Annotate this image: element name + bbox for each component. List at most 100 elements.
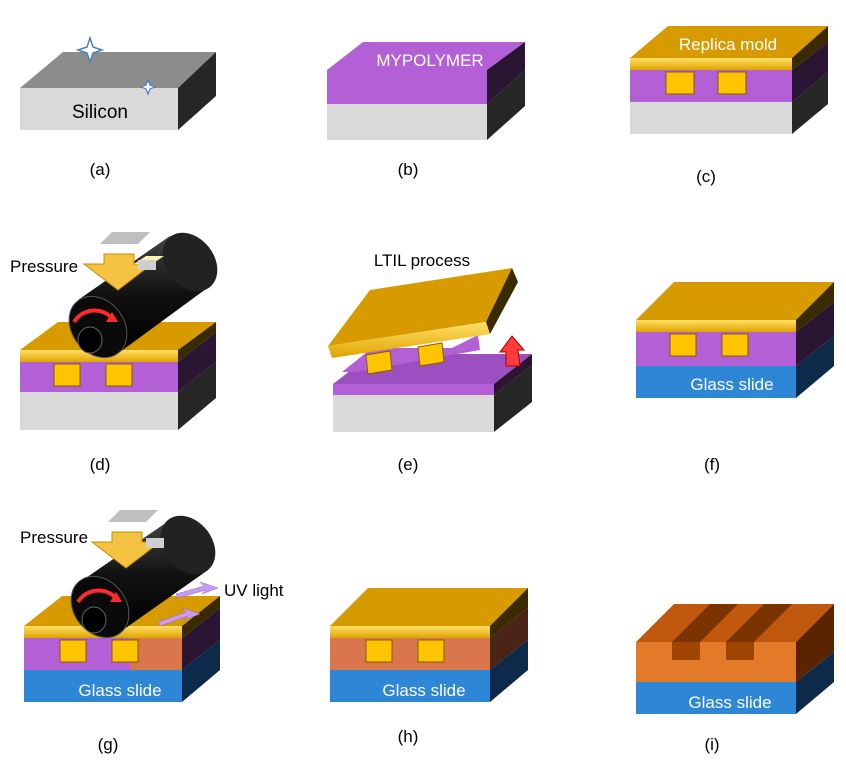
polymer-front — [630, 70, 792, 102]
mold-pillar — [59, 639, 87, 663]
mold-front — [328, 322, 490, 358]
final-front — [636, 642, 796, 682]
glass-side — [490, 640, 528, 702]
mold-side — [792, 26, 828, 70]
mold-pillar — [721, 333, 749, 357]
groove-front — [672, 642, 700, 660]
glass-front — [636, 682, 796, 714]
caption-c: (c) — [696, 167, 716, 186]
roller-icon — [68, 232, 218, 359]
mold-pillar — [417, 342, 445, 367]
polymer-front — [333, 384, 494, 395]
glass-side — [796, 652, 834, 714]
silicon-front — [20, 392, 178, 430]
glass-side — [796, 336, 834, 398]
mold-top — [636, 282, 834, 320]
silicon-front — [20, 88, 178, 130]
glass-front — [330, 670, 490, 702]
panel-i: Glass slide (i) — [636, 604, 834, 754]
uv-light-icon — [157, 581, 219, 627]
pressure-arrow-icon — [90, 510, 164, 569]
glass-label: Glass slide — [382, 681, 465, 700]
caption-g: (g) — [98, 735, 119, 754]
caption-d: (d) — [90, 455, 111, 474]
caption-f: (f) — [704, 455, 720, 474]
polymer-side — [796, 302, 834, 366]
mold-pillar — [417, 639, 445, 663]
caption-a: (a) — [90, 160, 111, 179]
mold-pillar — [717, 71, 747, 95]
glass-label: Glass slide — [688, 693, 771, 712]
caption-b: (b) — [398, 160, 419, 179]
cured-polymer-front — [330, 638, 490, 670]
panel-h: Glass slide (h) — [330, 588, 528, 746]
roller-icon — [70, 515, 216, 639]
glass-front — [24, 670, 182, 702]
mold-front — [636, 320, 796, 332]
silicon-front — [333, 395, 494, 432]
glass-label: Glass slide — [78, 681, 161, 700]
panel-e: LTIL process (e) — [328, 251, 532, 474]
mold-pillar — [365, 350, 393, 375]
pressure-label: Pressure — [20, 528, 88, 547]
panel-g: Pressure UV light Glass slide (g) — [20, 510, 284, 754]
polymer-front — [327, 70, 487, 104]
cured-polymer-front — [130, 638, 182, 670]
cured-polymer-side — [490, 608, 528, 670]
panel-b: MYPOLYMER (b) — [327, 42, 525, 179]
polymer-side — [792, 42, 828, 102]
mold-front — [630, 58, 792, 70]
mold-front — [330, 626, 490, 638]
glass-side — [182, 640, 220, 702]
sparkle-icon — [75, 35, 105, 65]
panel-c: Replica mold (c) — [630, 26, 828, 186]
panel-f: Glass slide (f) — [636, 282, 834, 474]
silicon-side — [178, 52, 216, 130]
mold-pillar — [365, 639, 393, 663]
polymer-side — [494, 354, 532, 395]
polymer-side — [182, 608, 220, 670]
groove-front — [726, 642, 754, 660]
mold-pillar — [669, 333, 697, 357]
panel-d: Pressure (d) — [10, 232, 218, 474]
polymer-side — [487, 42, 525, 104]
lift-arrow-icon — [499, 335, 526, 367]
pressure-label: Pressure — [10, 257, 78, 276]
groove — [672, 604, 738, 642]
mold-side — [796, 282, 834, 332]
silicon-front — [327, 104, 487, 140]
mold-side — [490, 588, 528, 638]
polymer-front — [20, 362, 178, 392]
mold-pillar — [53, 363, 81, 387]
mold-label: Replica mold — [679, 35, 777, 54]
mold-pillar — [665, 71, 695, 95]
mold-side — [486, 268, 518, 334]
silicon-front — [630, 102, 792, 134]
panel-a: Silicon (a) — [20, 35, 216, 179]
uv-light-label: UV light — [224, 581, 284, 600]
pressure-arrow-icon — [82, 232, 164, 291]
mold-side — [178, 322, 216, 362]
glass-front — [636, 366, 796, 398]
mold-side — [182, 596, 220, 638]
caption-h: (h) — [398, 727, 419, 746]
ridge-top — [660, 604, 710, 642]
sparkle-icon — [139, 78, 157, 96]
silicon-side — [178, 362, 216, 430]
mold-top — [630, 26, 828, 58]
silicon-side — [792, 72, 828, 134]
polymer-front — [636, 332, 796, 366]
silicon-label: Silicon — [72, 102, 128, 123]
mold-pillar — [111, 639, 139, 663]
mold-pillar — [105, 363, 133, 387]
polymer-label: MYPOLYMER — [376, 51, 483, 70]
silicon-side — [487, 70, 525, 140]
polymer-side — [178, 332, 216, 392]
caption-i: (i) — [704, 735, 719, 754]
glass-label: Glass slide — [690, 375, 773, 394]
groove — [726, 604, 792, 642]
silicon-top — [20, 52, 216, 88]
mold-top — [330, 588, 528, 626]
ltil-label: LTIL process — [374, 251, 470, 270]
